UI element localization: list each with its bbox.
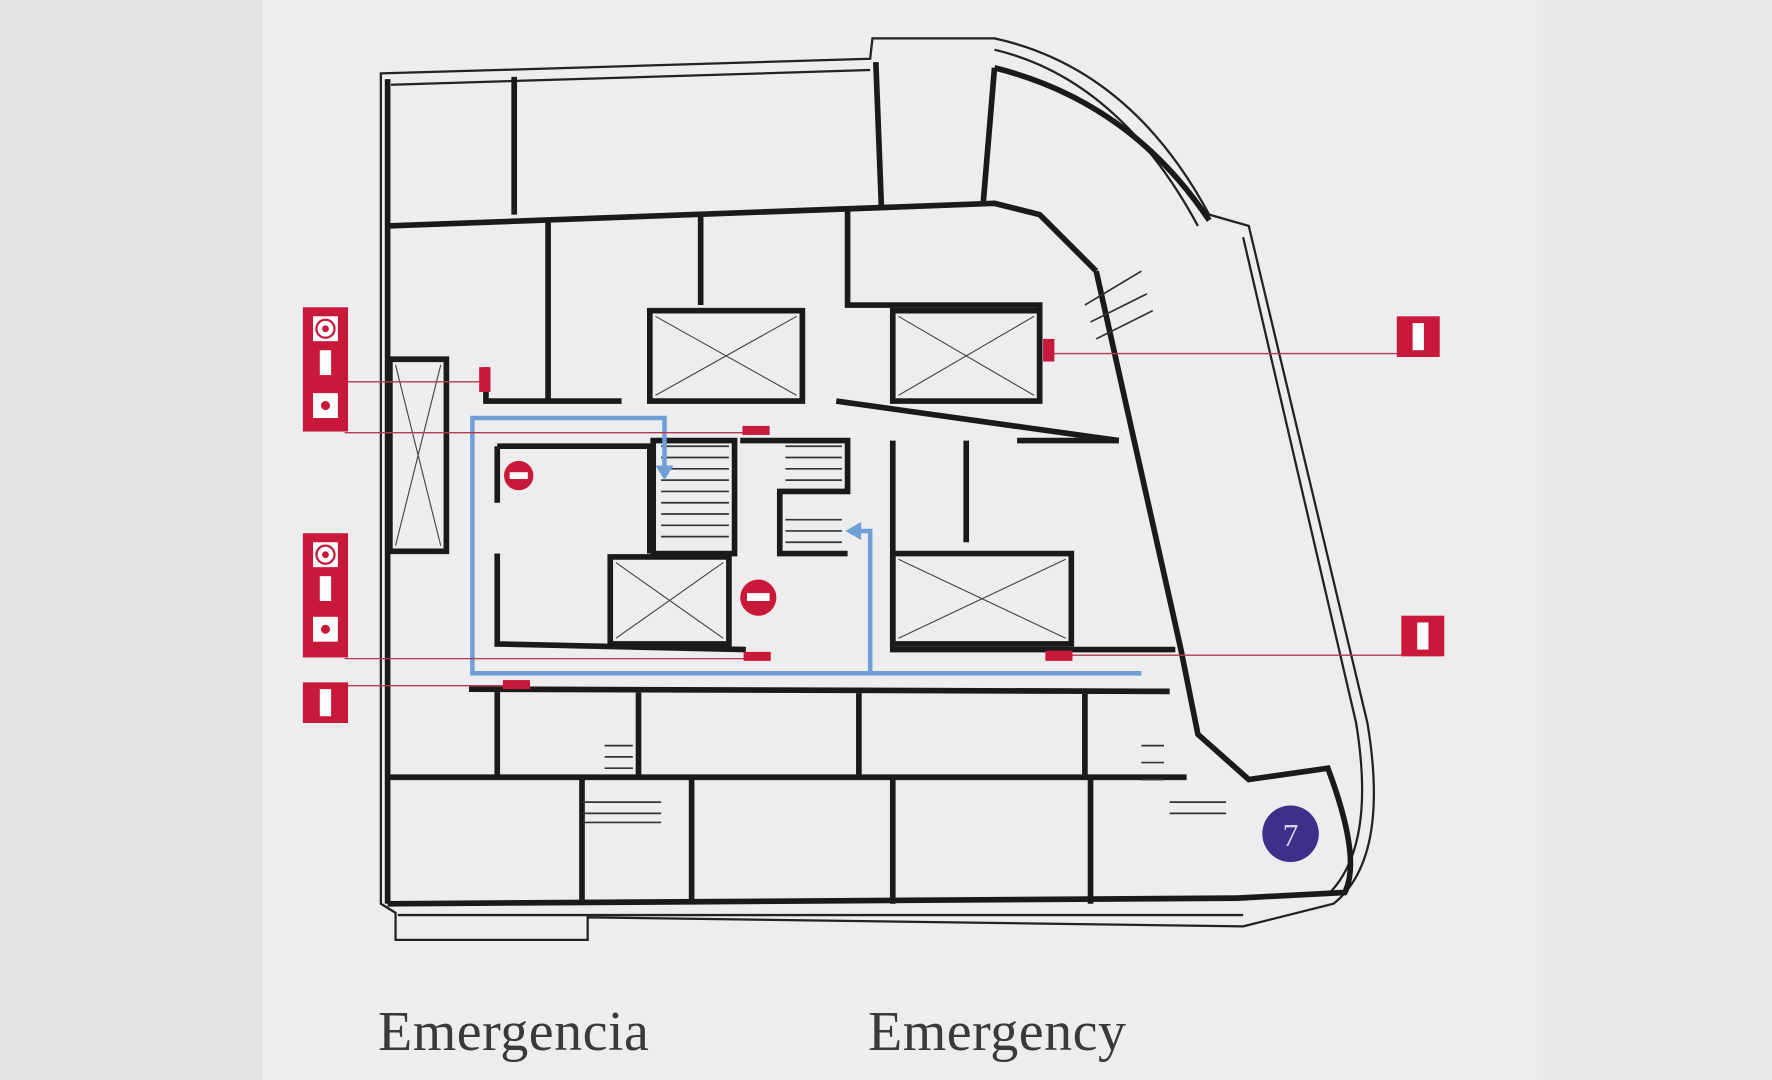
location-marker-number: 7 bbox=[1283, 818, 1299, 853]
walls bbox=[384, 62, 1354, 907]
extinguisher-location bbox=[479, 367, 491, 393]
elevator-shafts bbox=[394, 315, 1066, 639]
extinguisher-location bbox=[743, 651, 771, 661]
sign-panel bbox=[262, 0, 1537, 1080]
fire-extinguisher-icon bbox=[319, 350, 332, 376]
route-arrow-icon bbox=[655, 465, 674, 481]
no-entry-icon bbox=[504, 460, 534, 491]
fire-extinguisher-icon bbox=[1396, 316, 1440, 357]
fire-alarm-button-icon bbox=[313, 393, 338, 418]
fire-extinguisher-icon bbox=[1401, 615, 1445, 657]
location-marker bbox=[1262, 805, 1319, 862]
caption-english: Emergency bbox=[868, 1001, 1127, 1063]
equipment-sign-group bbox=[302, 307, 349, 432]
fire-alarm-button-icon bbox=[313, 616, 338, 642]
fire-extinguisher-icon bbox=[302, 682, 349, 724]
fire-hose-reel-icon bbox=[313, 542, 338, 568]
route-arrow-icon bbox=[845, 521, 862, 540]
fire-hose-reel-icon bbox=[313, 316, 338, 342]
equipment-sign-group bbox=[302, 533, 349, 658]
no-entry-icon bbox=[740, 579, 777, 616]
stairs bbox=[582, 270, 1227, 824]
extinguisher-location bbox=[502, 680, 531, 690]
extinguisher-location bbox=[1045, 650, 1073, 661]
building-outline bbox=[379, 37, 1375, 942]
extinguisher-location bbox=[742, 425, 770, 435]
caption-spanish: Emergencia bbox=[378, 1001, 650, 1063]
extinguisher-location bbox=[1043, 338, 1055, 362]
fire-extinguisher-icon bbox=[319, 576, 332, 602]
